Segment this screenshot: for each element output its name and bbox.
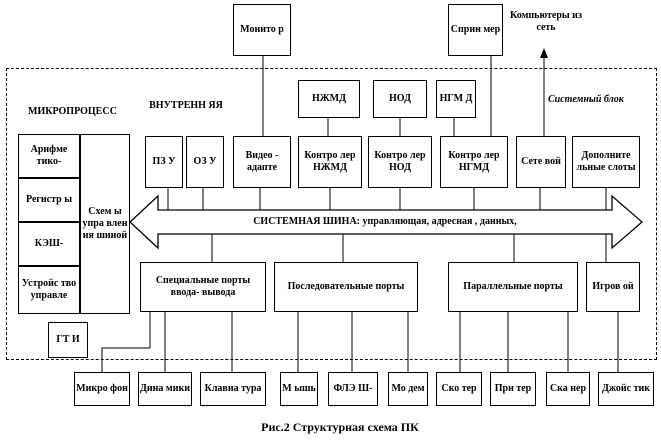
floppy-controller-box: Контро лер НГМД [440,136,508,188]
rom-box: ПЗ У [145,136,183,188]
microphone-label: Микро фон [76,383,128,394]
speakers-label: Дина мики [140,383,190,394]
special-ports-box: Специальные порты ввода- вывода [140,262,266,312]
speakers-box: Дина мики [138,372,192,406]
game-port-box: Игров ой [586,262,640,312]
microprocessor-title: МИКРОПРОЦЕСС [28,106,117,117]
flash-box: ФЛЭ Ш- [328,372,378,406]
parallel-ports-label: Параллельные порты [463,281,563,292]
hdd-box: НЖМД [298,80,360,118]
scanner-label: Ско тер [441,383,477,394]
alu-label: Арифме тико- [30,144,68,167]
video-adapter-box: Видео - адапте [233,136,291,188]
bus-control-label: Схем ы упра влен ия шиной [82,206,128,241]
floppy-drive-label: НГМ Д [439,93,473,104]
control-unit-label: Устройс тво управле [21,278,77,301]
expansion-slots-label: Дополните льные слоты [576,150,636,173]
system-unit-frame [6,68,657,360]
joystick-label: Джойс тик [601,383,651,394]
network-card-label: Сете вой [521,156,561,167]
optical-drive-label: НОД [389,93,411,104]
monitor-box: Монито р [233,4,291,56]
game-port-label: Игров ой [592,281,634,292]
clock-generator-box: ГТ И [48,322,88,358]
mouse-box: М ышь [280,372,318,406]
parallel-ports-box: Параллельные порты [448,262,578,312]
optical-controller-label: Контро лер НОД [374,150,426,173]
cache-label: КЭШ- [34,238,64,249]
cache-box: КЭШ- [18,222,80,266]
optical-drive-box: НОД [373,80,427,118]
keyboard-label: Клавиа тура [204,383,262,394]
network-label: Компьютеры из сеть [510,10,582,33]
expansion-slots-box: Дополните льные слоты [572,136,640,188]
hdd-controller-label: Контро лер НЖМД [304,150,356,173]
alu-box: Арифме тико- [18,134,80,178]
control-unit-box: Устройс тво управле [18,266,80,314]
rom-label: ПЗ У [152,156,176,167]
microphone-box: Микро фон [74,372,130,406]
mouse-label: М ышь [282,383,316,394]
floppy-drive-box: НГМ Д [436,80,476,118]
system-bus-label: СИСТЕМНАЯ ШИНА: управляющая, адресная , … [253,216,517,227]
video-adapter-label: Видео - адапте [245,150,279,173]
printer-top-box: Сприн мер [448,4,503,56]
flash-label: ФЛЭ Ш- [333,383,373,394]
network-card-box: Сете вой [516,136,566,188]
optical-controller-box: Контро лер НОД [368,136,432,188]
floppy-controller-label: Контро лер НГМД [448,150,500,173]
keyboard-box: Клавиа тура [200,372,266,406]
scanner2-label: Ска нер [549,383,587,394]
registers-label: Регистр ы [25,194,73,205]
modem-label: Мо дем [391,383,425,394]
scanner-box: Ско тер [436,372,482,406]
internal-memory-title: ВНУТРЕНН ЯЯ [149,100,223,111]
ram-box: ОЗ У [186,136,224,188]
printer-top-label: Сприн мер [450,24,501,35]
printer-bottom-box: Прн тер [490,372,536,406]
clock-generator-label: ГТ И [56,334,80,345]
registers-box: Регистр ы [18,178,80,222]
hdd-label: НЖМД [312,93,346,104]
ram-label: ОЗ У [193,156,217,167]
special-ports-label: Специальные порты ввода- вывода [155,275,251,298]
joystick-box: Джойс тик [598,372,654,406]
hdd-controller-box: Контро лер НЖМД [298,136,362,188]
scanner2-box: Ска нер [546,372,590,406]
serial-ports-box: Последовательные порты [274,262,418,312]
monitor-label: Монито р [240,24,284,35]
modem-box: Мо дем [388,372,428,406]
bus-control-box: Схем ы упра влен ия шиной [80,134,130,314]
figure-caption: Рис.2 Структурная схема ПК [261,420,419,434]
serial-ports-label: Последовательные порты [287,281,405,292]
system-unit-label: Системный блок [548,94,624,105]
printer-bottom-label: Прн тер [494,383,532,394]
